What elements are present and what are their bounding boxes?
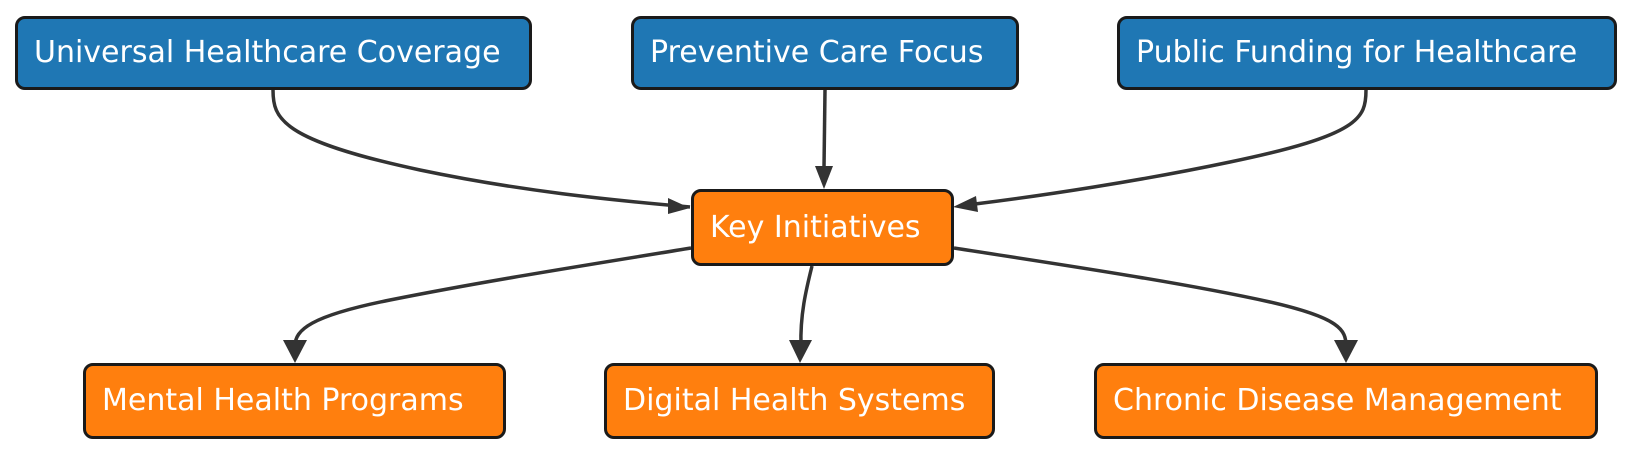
node-public-funding-for-healthcare: Public Funding for Healthcare [1117, 16, 1617, 90]
node-label: Public Funding for Healthcare [1136, 35, 1578, 70]
edge-universal-to-initiatives [271, 89, 691, 209]
arrowhead-funding [953, 196, 978, 212]
edge-initiatives-to-chronic [953, 246, 1348, 347]
node-preventive-care-focus: Preventive Care Focus [631, 16, 1019, 90]
node-key-initiatives: Key Initiatives [691, 189, 954, 266]
arrowhead-universal [668, 198, 690, 214]
node-label: Digital Health Systems [623, 383, 966, 418]
node-label: Preventive Care Focus [650, 35, 984, 70]
node-digital-health-systems: Digital Health Systems [604, 363, 995, 439]
node-chronic-disease-management: Chronic Disease Management [1094, 363, 1598, 439]
arrowhead-digital [789, 340, 812, 363]
arrowhead-preventive [815, 166, 833, 189]
edge-funding-to-initiatives [974, 89, 1368, 206]
node-label: Key Initiatives [710, 209, 921, 245]
arrowhead-chronic [1334, 340, 1358, 363]
arrowhead-mental [283, 340, 307, 363]
node-mental-health-programs: Mental Health Programs [83, 363, 506, 439]
edge-preventive-to-initiatives [822, 89, 827, 169]
node-label: Universal Healthcare Coverage [34, 35, 501, 70]
node-label: Mental Health Programs [102, 383, 464, 418]
node-label: Chronic Disease Management [1113, 383, 1562, 418]
node-universal-healthcare-coverage: Universal Healthcare Coverage [15, 16, 532, 90]
edge-initiatives-to-digital [799, 265, 814, 347]
edge-initiatives-to-mental [293, 246, 692, 347]
